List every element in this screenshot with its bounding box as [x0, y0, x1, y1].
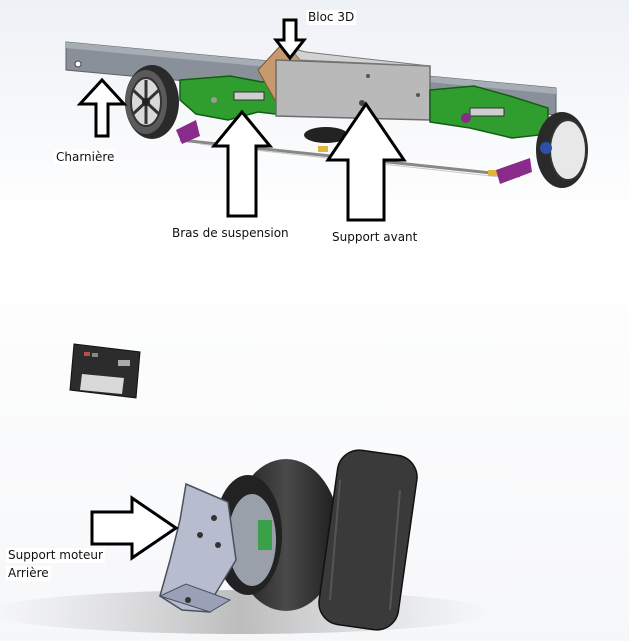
central-support-top	[288, 47, 431, 67]
frame-hole	[74, 60, 82, 68]
left-front-wheel	[125, 65, 179, 139]
arrow-support-moteur	[90, 495, 179, 561]
motor-support-bracket	[159, 482, 237, 613]
label-bras-suspension: Bras de suspension	[170, 226, 291, 241]
right-front-wheel	[536, 112, 588, 188]
arrow-bras-suspension	[210, 109, 274, 218]
label-charniere: Charnière	[54, 150, 117, 165]
arrow-charniere	[76, 77, 128, 138]
label-support-avant: Support avant	[330, 230, 420, 245]
label-support-moteur: Support moteur	[6, 548, 105, 563]
front-chassis-assembly	[65, 41, 588, 188]
left-arm-slot	[233, 91, 265, 101]
label-arriere: Arrière	[6, 566, 51, 581]
gear-motor	[304, 127, 348, 143]
label-bloc-3d: Bloc 3D	[306, 10, 357, 25]
central-support-block	[275, 59, 431, 121]
receiver-module	[69, 343, 141, 399]
annotation-arrows	[76, 18, 407, 561]
left-arm-pivot	[211, 97, 217, 103]
ground-shadow	[0, 590, 490, 634]
rear-wheel	[214, 459, 340, 611]
battery-pack	[318, 449, 418, 631]
rear-assembly	[0, 449, 490, 634]
arrow-bloc-3d	[272, 18, 308, 61]
arrow-support-avant	[325, 101, 407, 222]
